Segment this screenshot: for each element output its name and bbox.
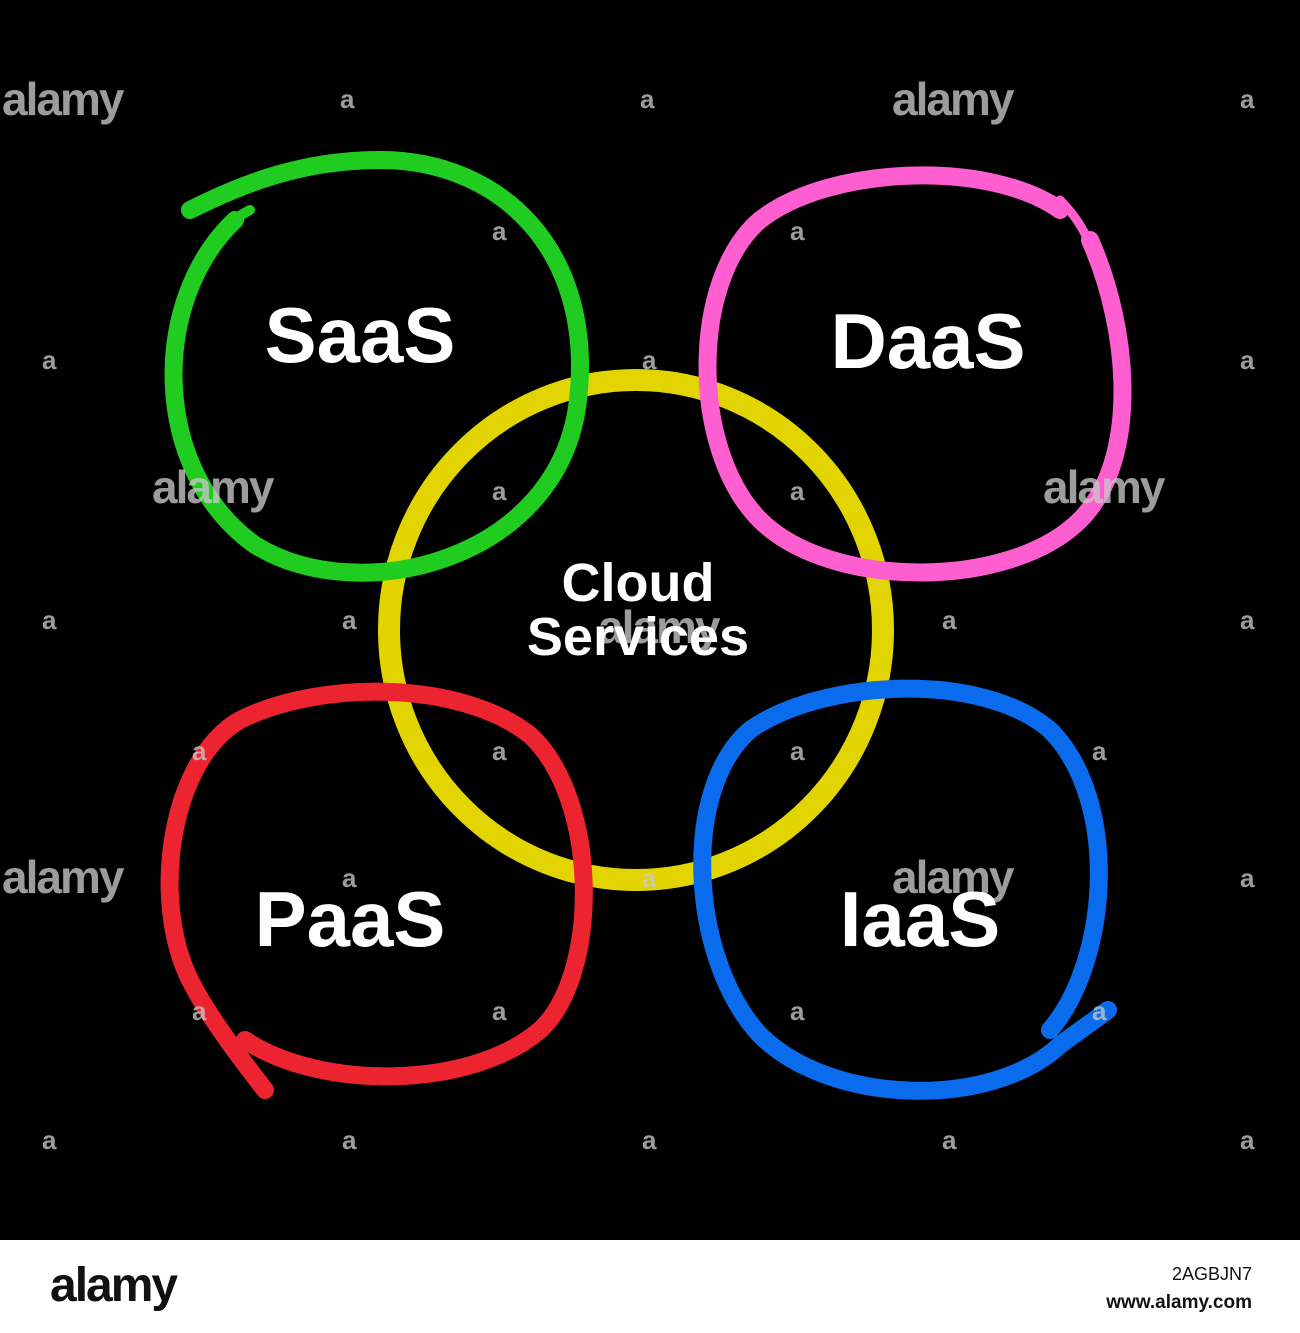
watermark: alamy (892, 73, 1014, 125)
watermark: alamy (1043, 461, 1165, 513)
watermark-a: a (342, 863, 357, 893)
diagram-graphics (160, 150, 1132, 1100)
watermark-a: a (42, 345, 57, 375)
watermark-a: a (42, 605, 57, 635)
watermark-a: a (1240, 345, 1255, 375)
site-url: www.alamy.com (1106, 1292, 1252, 1313)
watermark: alamy (598, 601, 720, 653)
watermark-a: a (942, 605, 957, 635)
center-label: Cloud Services (488, 556, 788, 664)
paas-circle (160, 682, 593, 1099)
saas-circle (164, 150, 589, 582)
watermark-a: a (492, 996, 507, 1026)
watermark: alamy (2, 73, 124, 125)
watermark-a: a (942, 1125, 957, 1155)
watermark: alamy (152, 461, 274, 513)
daas-label: DaaS (830, 297, 1026, 385)
watermark-a: a (342, 1125, 357, 1155)
watermark-a: a (192, 996, 207, 1026)
watermark-a: a (640, 84, 655, 114)
stock-footer: alamy 2AGBJN7 www.alamy.com (0, 1240, 1300, 1333)
daas-circle (698, 166, 1132, 582)
center-label-line2: Services (526, 607, 750, 667)
watermark-a: a (1240, 605, 1255, 635)
watermark-a: a (642, 863, 657, 893)
watermark-a: a (1092, 996, 1107, 1026)
iaas-label: IaaS (839, 875, 1001, 963)
diagram-canvas: alamy alamy alamy alamy alamy alamy alam… (0, 0, 1300, 1240)
paas-label: PaaS (254, 875, 446, 963)
iaas-circle (693, 679, 1117, 1100)
center-label-line1: Cloud (561, 553, 715, 613)
watermark-a: a (790, 736, 805, 766)
watermark-a: a (1240, 84, 1255, 114)
center-circle (378, 369, 894, 891)
watermark-a: a (790, 216, 805, 246)
watermark-a: a (1092, 736, 1107, 766)
alamy-logo: alamy (50, 1259, 178, 1312)
watermark-a: a (1240, 863, 1255, 893)
watermark-a: a (642, 1125, 657, 1155)
saas-label: SaaS (264, 291, 456, 379)
watermark-a: a (790, 996, 805, 1026)
watermark-a: a (492, 736, 507, 766)
watermark-a: a (342, 605, 357, 635)
watermark-a: a (492, 476, 507, 506)
image-id: 2AGBJN7 (1171, 1264, 1252, 1284)
watermark-a: a (192, 736, 207, 766)
watermark-a: a (340, 84, 355, 114)
watermark-a: a (642, 345, 657, 375)
watermark-a: a (42, 1125, 57, 1155)
watermark-a: a (790, 476, 805, 506)
watermark-a: a (1240, 1125, 1255, 1155)
watermark: alamy (892, 851, 1014, 903)
watermark-a: a (492, 216, 507, 246)
watermark: alamy (2, 851, 124, 903)
